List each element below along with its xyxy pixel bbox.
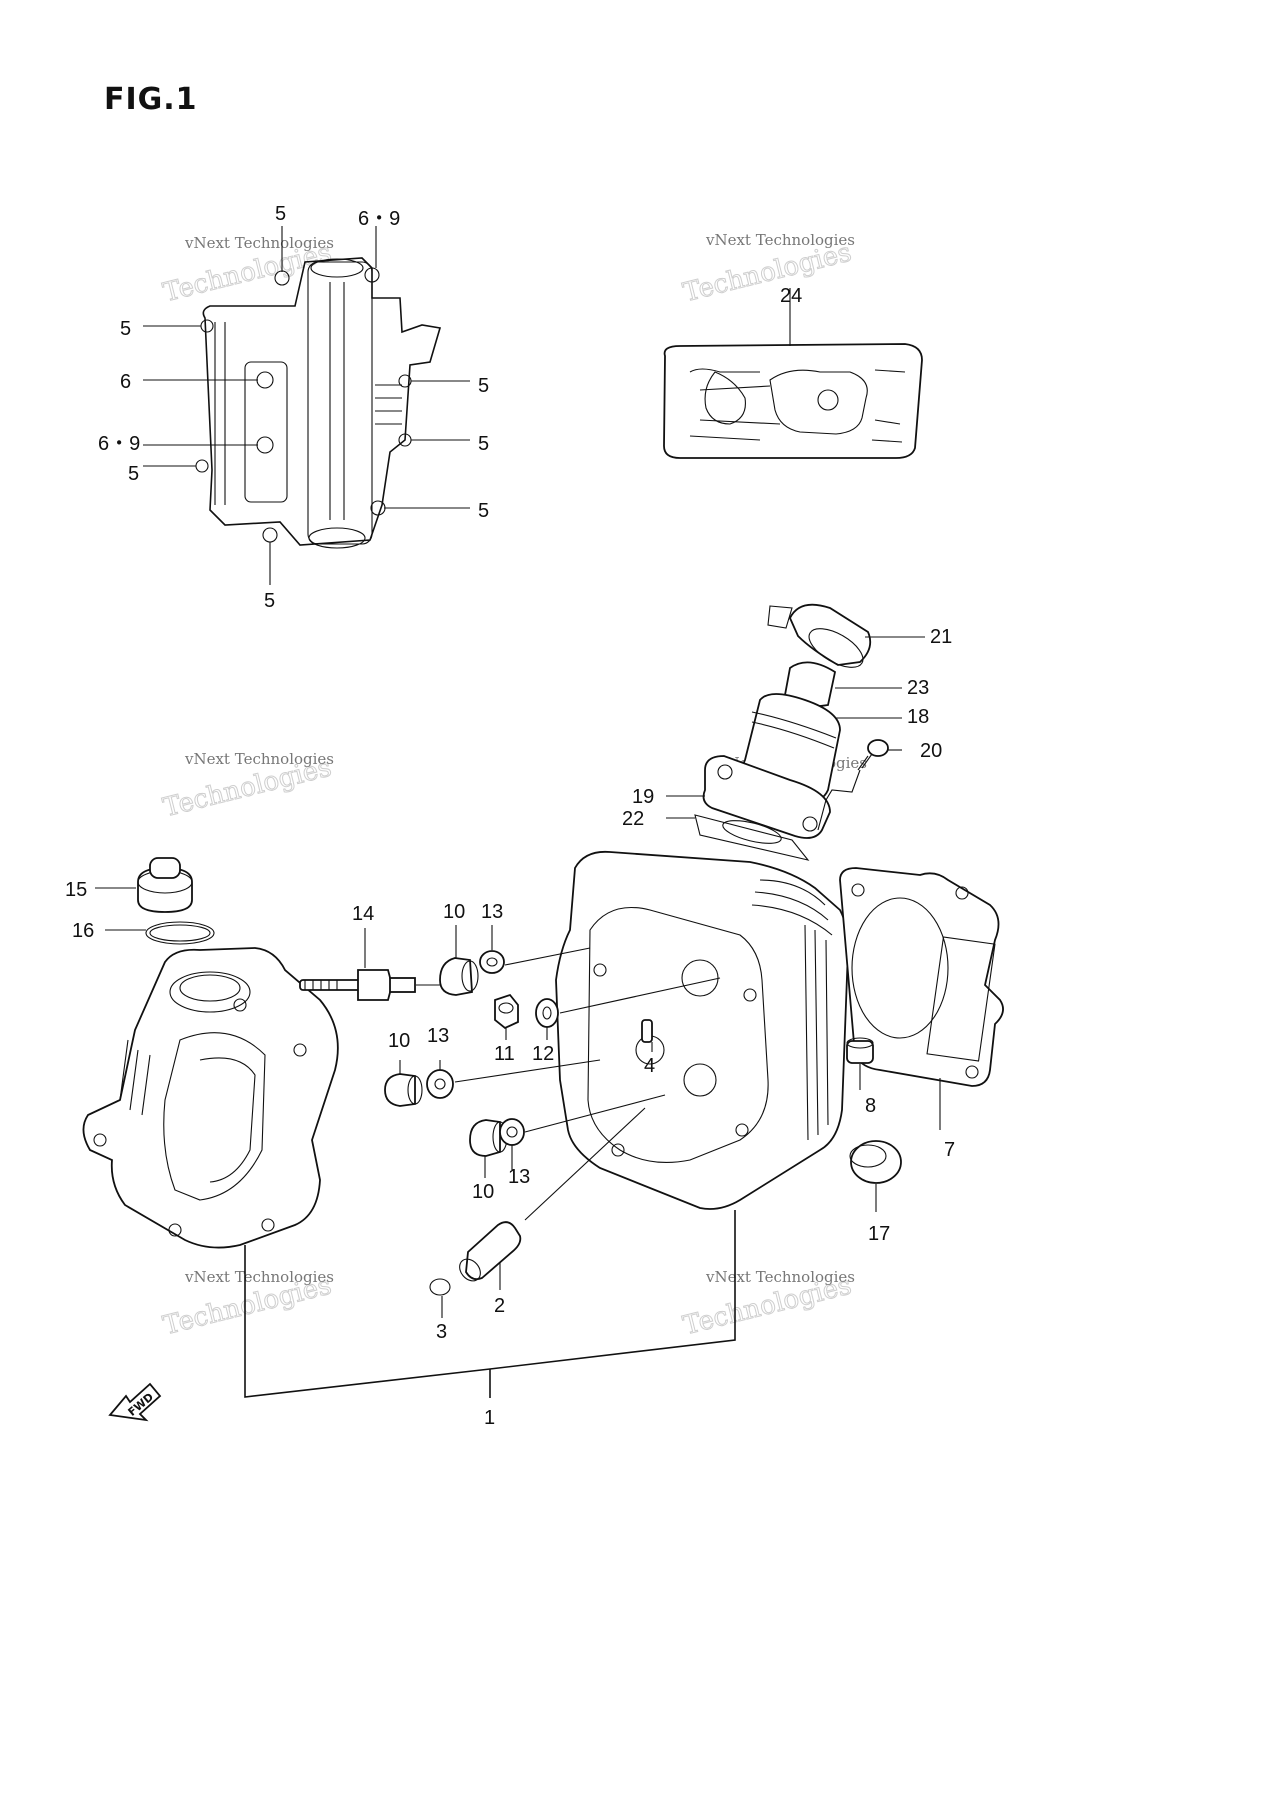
callout-17: 17: [868, 1223, 890, 1245]
callout-5: 5: [478, 500, 489, 522]
assembly-bracket-1: [244, 1210, 736, 1398]
head-cover: [82, 947, 339, 1249]
callout-10: 10: [472, 1181, 494, 1203]
watermark-text: vNext Technologies: [184, 234, 334, 252]
callout-24: 24: [780, 285, 802, 307]
oil-cap-15: [137, 857, 193, 913]
plug-17: [849, 1140, 902, 1184]
callout-3: 3: [436, 1321, 447, 1343]
callout-5: 5: [478, 433, 489, 455]
callout-22: 22: [622, 808, 644, 830]
callout-5: 5: [128, 463, 139, 485]
callout-6: 6: [120, 371, 131, 393]
callout-6-9: 6・9: [358, 208, 400, 230]
callout-23: 23: [907, 677, 929, 699]
cylinder-head-body: [555, 850, 850, 1210]
callout-5: 5: [264, 590, 275, 612]
watermark-text: vNext Technologies: [184, 1268, 334, 1286]
leaders-top-view: [143, 226, 470, 585]
fwd-arrow: FWD: [108, 1382, 162, 1422]
callout-21: 21: [930, 626, 952, 648]
callout-20: 20: [920, 740, 942, 762]
watermark-text: vNext Technologies: [184, 750, 334, 768]
cylinder-gasket-7: [839, 867, 1004, 1087]
callout-13: 13: [427, 1025, 449, 1047]
valve-guide-2: [459, 1107, 646, 1282]
leaders-fasteners: [399, 925, 721, 1178]
callout-12: 12: [532, 1043, 554, 1065]
gasket-set-24: [663, 288, 923, 459]
callout-numbers: 5 6・9 5 6 6・9 5 5 5 5 5 24 21 23 18 20 1…: [65, 203, 955, 1429]
cylinder-head-top-view: [195, 257, 442, 549]
callout-13: 13: [481, 901, 503, 923]
spark-plug-14: [299, 928, 440, 1001]
screw-20: [857, 739, 889, 771]
callout-4: 4: [644, 1055, 655, 1077]
callout-19: 19: [632, 786, 654, 808]
nut-11: [494, 993, 519, 1030]
callout-10: 10: [388, 1030, 410, 1052]
leaders-right: [859, 1064, 941, 1212]
callout-2: 2: [494, 1295, 505, 1317]
callout-10: 10: [443, 901, 465, 923]
leaders-left: [95, 887, 146, 931]
callout-5: 5: [120, 318, 131, 340]
callout-14: 14: [352, 903, 374, 925]
o-ring-16: [145, 921, 215, 945]
leaders-intake: [666, 636, 925, 831]
callout-15: 15: [65, 879, 87, 901]
callout-5: 5: [478, 375, 489, 397]
cap-nut-10-a: [439, 957, 479, 996]
washer-13-a: [479, 950, 505, 974]
callout-13: 13: [508, 1166, 530, 1188]
callout-1: 1: [484, 1407, 495, 1429]
callout-18: 18: [907, 706, 929, 728]
figure-title: FIG.1: [104, 82, 198, 117]
intake-assembly: [694, 603, 889, 861]
washer-13-b: [426, 1069, 454, 1099]
callout-11: 11: [494, 1043, 515, 1065]
cap-nut-10-b: [384, 1073, 423, 1107]
callout-16: 16: [72, 920, 94, 942]
watermark-text: vNext Technologies: [705, 1268, 855, 1286]
leaders-bottom: [441, 1262, 501, 1318]
watermark-top-right: Technologies vNext Technologies: [680, 231, 855, 309]
callout-5: 5: [275, 203, 286, 225]
watermark-bottom-right: Technologies vNext Technologies: [680, 1268, 855, 1342]
watermark-bottom-left: Technologies vNext Technologies: [160, 1268, 335, 1342]
callout-7: 7: [944, 1139, 955, 1161]
circlip-3: [429, 1278, 451, 1296]
watermark-text: vNext Technologies: [705, 231, 855, 249]
washer-12: [535, 998, 559, 1028]
callout-6-9: 6・9: [98, 433, 140, 455]
callout-8: 8: [865, 1095, 876, 1117]
watermark-mid-left: Technologies vNext Technologies: [160, 750, 335, 824]
washer-13-c: [499, 1118, 525, 1146]
dowel-pin-8: [846, 1037, 874, 1064]
